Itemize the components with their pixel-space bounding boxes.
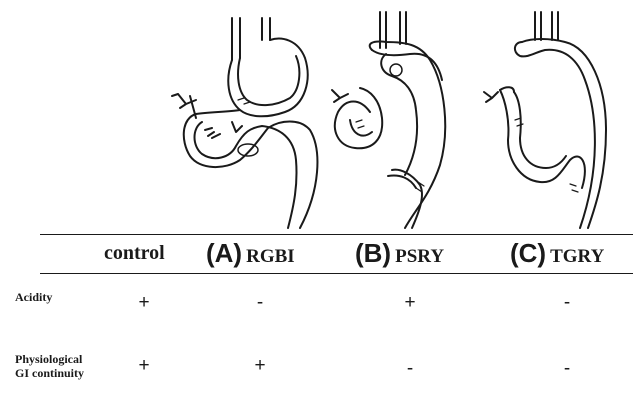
column-letter-b: (B)	[355, 238, 391, 268]
row-label-physiological-gi-continuity: Physiological GI continuity	[15, 352, 84, 380]
row-label-acidity: Acidity	[15, 290, 52, 304]
row-label-line-1: Physiological	[15, 352, 84, 366]
continuity-rgbi-value: +	[250, 355, 270, 377]
continuity-tgry-value: -	[557, 358, 577, 380]
table-header-rule	[40, 273, 633, 274]
column-header-psry: (B) PSRY	[355, 238, 444, 268]
acidity-rgbi-value: -	[250, 292, 270, 314]
rgbi-drawing	[172, 18, 317, 228]
column-name-rgbi: RGBI	[246, 246, 295, 267]
column-header-tgry: (C) TGRY	[510, 238, 604, 268]
acidity-tgry-value: -	[557, 292, 577, 314]
column-header-control: control	[104, 238, 165, 268]
continuity-control-value: +	[134, 355, 154, 377]
tgry-drawing	[484, 12, 606, 228]
column-name-psry: PSRY	[395, 246, 444, 267]
column-header-rgbi: (A) RGBI	[206, 238, 295, 268]
row-label-line-2: GI continuity	[15, 366, 84, 380]
acidity-psry-value: +	[400, 292, 420, 314]
surgical-anatomy-illustrations	[0, 0, 633, 230]
column-letter-a: (A)	[206, 238, 242, 268]
column-letter-c: (C)	[510, 238, 546, 268]
column-name-tgry: TGRY	[550, 246, 604, 267]
continuity-psry-value: -	[400, 358, 420, 380]
table-top-rule	[40, 234, 633, 235]
acidity-control-value: +	[134, 292, 154, 314]
psry-drawing	[332, 12, 445, 228]
